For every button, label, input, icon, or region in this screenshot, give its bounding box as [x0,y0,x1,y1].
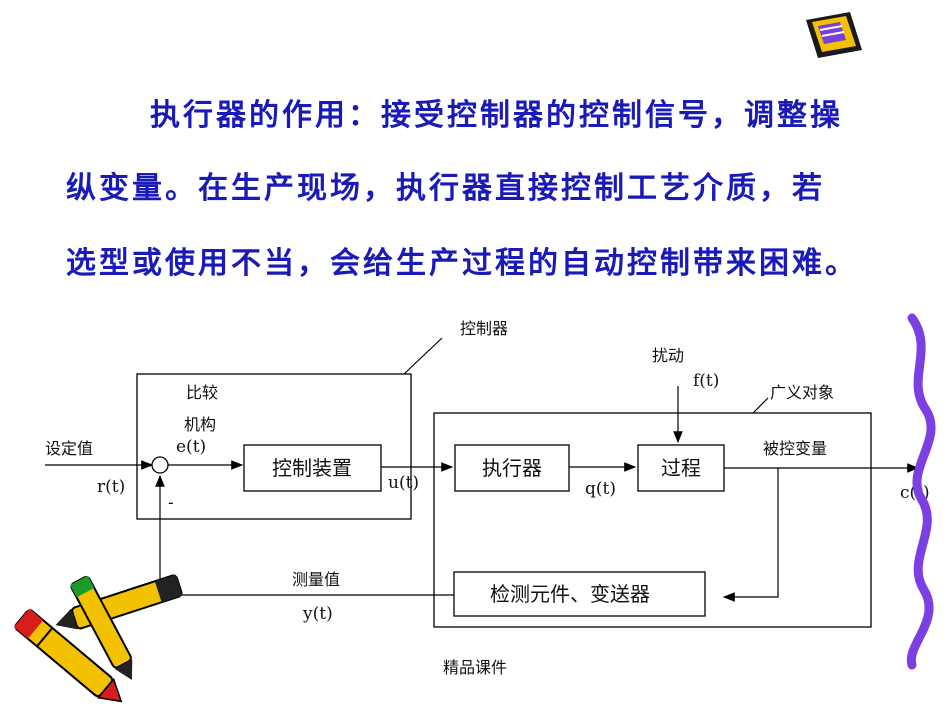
disturbance-label: 扰动 [652,346,684,365]
error-signal: e(t) [176,437,206,457]
generalized-object-label: 广义对象 [770,383,834,402]
controller-label: 控制器 [460,319,508,338]
paragraph-line-1: 执行器的作用：接受控制器的控制信号，调整操 [150,98,843,133]
document-clipart-icon [806,12,862,58]
compare-label-2: 机构 [184,415,216,434]
measured-signal: y(t) [302,604,333,624]
minus-sign: - [168,493,174,512]
control-device-box [243,444,382,492]
paragraph-line-3: 选型或使用不当，会给生产过程的自动控制带来困难。 [66,246,858,281]
paragraph-line-2: 纵变量。在生产现场，执行器直接控制工艺介质，若 [66,171,825,206]
sensor-box [453,571,706,617]
generalized-object-box [433,412,872,628]
sensor-label: 检测元件、变送器 [490,582,650,606]
actuator-label: 执行器 [482,456,542,480]
footer-text: 精品课件 [442,658,507,677]
process-label: 过程 [661,456,701,480]
manipulated-signal: q(t) [585,479,616,499]
summing-junction [151,456,169,474]
setpoint-signal: r(t) [97,477,125,497]
control-signal: u(t) [388,473,419,493]
compare-label-1: 比较 [186,383,218,402]
control-device-label: 控制装置 [272,456,352,480]
disturbance-signal: f(t) [693,371,719,391]
crayons-clipart-icon [13,574,183,703]
object-leader-line [752,397,769,414]
controller-box [136,373,412,520]
setpoint-label: 设定值 [45,439,93,458]
controller-leader-line [403,337,443,375]
purple-wave-border [906,313,936,670]
controlled-variable-label: 被控变量 [763,439,827,458]
actuator-box [454,444,570,492]
measured-label: 测量值 [292,570,340,589]
